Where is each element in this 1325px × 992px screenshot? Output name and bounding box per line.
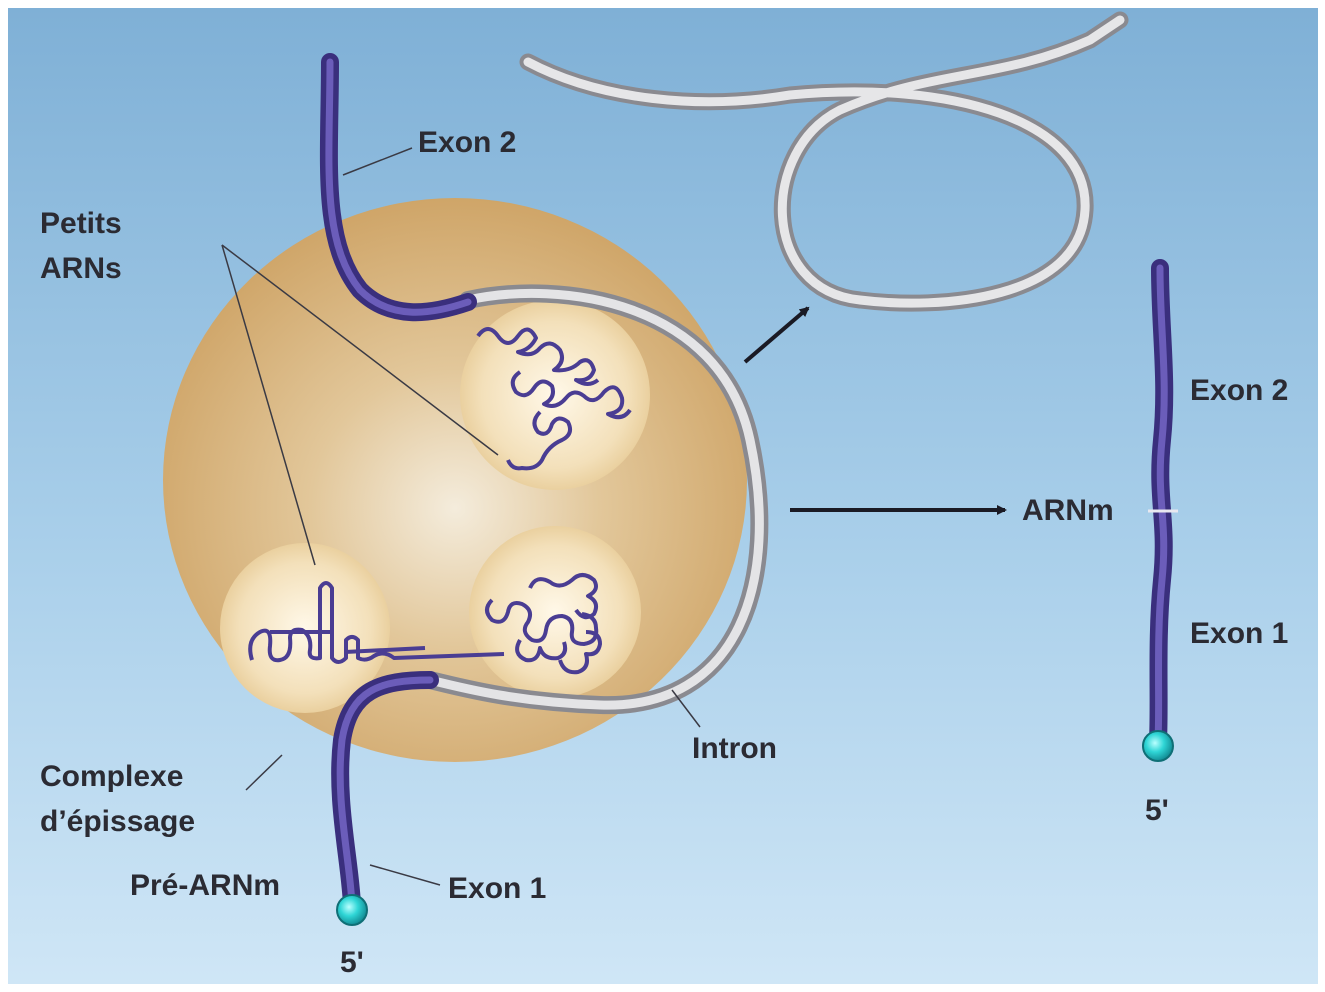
label-exon1-right: Exon 1 [1190, 617, 1288, 650]
label-arns: ARNs [40, 252, 122, 285]
label-five-prime-left: 5' [340, 946, 364, 979]
subunit-right [469, 526, 641, 698]
label-arnm: ARNm [1022, 494, 1114, 527]
label-five-prime-right: 5' [1145, 794, 1169, 827]
label-depissage: d’épissage [40, 805, 195, 838]
five-prime-cap-left [337, 895, 367, 925]
label-exon2-left: Exon 2 [418, 126, 516, 159]
label-petits: Petits [40, 207, 122, 240]
label-exon1-left: Exon 1 [448, 872, 546, 905]
five-prime-cap-right [1143, 731, 1173, 761]
label-exon2-right: Exon 2 [1190, 374, 1288, 407]
label-pre-arnm: Pré-ARNm [130, 869, 280, 902]
label-intron: Intron [692, 732, 777, 765]
label-complexe: Complexe [40, 760, 183, 793]
